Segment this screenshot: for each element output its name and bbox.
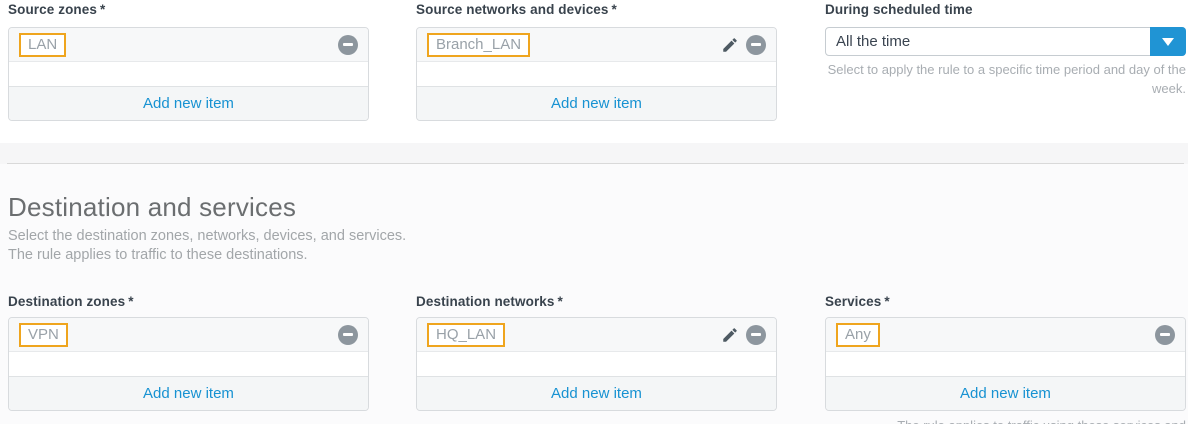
remove-item-icon[interactable] bbox=[338, 34, 358, 55]
add-new-item-button[interactable]: Add new item bbox=[9, 376, 368, 410]
source-networks-field: Source networks and devices* Branch_LAN … bbox=[416, 0, 777, 143]
scheduled-time-label: During scheduled time bbox=[825, 2, 973, 17]
section-divider bbox=[0, 143, 1188, 164]
schedule-select[interactable]: All the time bbox=[825, 27, 1186, 56]
list-item: LAN bbox=[9, 28, 368, 62]
field-label-text: Services bbox=[825, 294, 882, 309]
list-item: Branch_LAN bbox=[417, 28, 776, 62]
list-item: Any bbox=[826, 318, 1185, 352]
required-asterisk: * bbox=[128, 294, 134, 309]
remove-item-icon[interactable] bbox=[338, 324, 358, 345]
source-networks-label: Source networks and devices* bbox=[416, 2, 617, 17]
schedule-select-button[interactable] bbox=[1150, 27, 1186, 56]
destination-zones-listbox: VPN Add new item bbox=[8, 317, 369, 411]
source-section: Source zones* LAN Add new item Source ne… bbox=[0, 0, 1188, 143]
source-zones-listbox: LAN Add new item bbox=[8, 27, 369, 121]
services-hint-clipped: The rule applies to traffic using these … bbox=[825, 416, 1186, 424]
add-new-item-button[interactable]: Add new item bbox=[417, 376, 776, 410]
listbox-empty-area bbox=[826, 352, 1185, 376]
row-icons bbox=[338, 324, 358, 345]
list-item: HQ_LAN bbox=[417, 318, 776, 352]
destination-networks-field: Destination networks* HQ_LAN Add new ite… bbox=[416, 164, 777, 424]
remove-item-icon[interactable] bbox=[746, 324, 766, 345]
required-asterisk: * bbox=[99, 2, 106, 17]
destination-networks-label: Destination networks* bbox=[416, 294, 563, 309]
add-new-item-label: Add new item bbox=[551, 385, 642, 402]
add-new-item-button[interactable]: Add new item bbox=[417, 86, 776, 120]
field-label-text: Source zones bbox=[8, 2, 97, 17]
edit-item-icon[interactable] bbox=[721, 36, 739, 54]
section-description-line1: Select the destination zones, networks, … bbox=[8, 228, 407, 244]
destination-zones-label: Destination zones* bbox=[8, 294, 134, 309]
services-listbox: Any Add new item bbox=[825, 317, 1186, 411]
add-new-item-label: Add new item bbox=[143, 385, 234, 402]
source-zones-field: Source zones* LAN Add new item bbox=[8, 0, 369, 143]
scheduled-time-field: During scheduled time All the time Selec… bbox=[825, 0, 1186, 143]
row-icons bbox=[721, 324, 766, 345]
selected-item-tag[interactable]: Branch_LAN bbox=[427, 32, 531, 57]
selected-item-tag[interactable]: Any bbox=[836, 322, 880, 347]
selected-item-tag[interactable]: VPN bbox=[19, 322, 68, 347]
list-item: VPN bbox=[9, 318, 368, 352]
remove-item-icon[interactable] bbox=[746, 34, 766, 55]
listbox-empty-area bbox=[9, 62, 368, 86]
source-zones-label: Source zones* bbox=[8, 2, 105, 17]
services-field: Services* Any Add new item The rule appl… bbox=[825, 164, 1186, 424]
schedule-select-value: All the time bbox=[836, 33, 911, 50]
destination-section: Destination and services Select the dest… bbox=[0, 164, 1188, 424]
selected-item-tag[interactable]: HQ_LAN bbox=[427, 322, 506, 347]
selected-item-tag[interactable]: LAN bbox=[19, 32, 67, 57]
add-new-item-button[interactable]: Add new item bbox=[9, 86, 368, 120]
listbox-empty-area bbox=[9, 352, 368, 376]
field-label-text: Destination networks bbox=[416, 294, 555, 309]
source-networks-listbox: Branch_LAN Add new item bbox=[416, 27, 777, 121]
section-description-line2: The rule applies to traffic to these des… bbox=[8, 247, 308, 263]
field-label-text: Destination zones bbox=[8, 294, 126, 309]
required-asterisk: * bbox=[557, 294, 563, 309]
row-icons bbox=[1155, 324, 1175, 345]
field-label-text: Source networks and devices bbox=[416, 2, 609, 17]
listbox-empty-area bbox=[417, 352, 776, 376]
edit-item-icon[interactable] bbox=[721, 326, 739, 344]
services-label: Services* bbox=[825, 294, 890, 309]
add-new-item-label: Add new item bbox=[143, 95, 234, 112]
add-new-item-label: Add new item bbox=[551, 95, 642, 112]
remove-item-icon[interactable] bbox=[1155, 324, 1175, 345]
chevron-down-icon bbox=[1162, 37, 1174, 46]
destination-zones-field: Destination zones* VPN Add new item bbox=[8, 164, 369, 424]
section-title: Destination and services bbox=[8, 192, 297, 222]
schedule-hint: Select to apply the rule to a specific t… bbox=[827, 62, 1186, 96]
required-asterisk: * bbox=[611, 2, 617, 17]
add-new-item-label: Add new item bbox=[960, 385, 1051, 402]
add-new-item-button[interactable]: Add new item bbox=[826, 376, 1185, 410]
row-icons bbox=[721, 34, 766, 55]
listbox-empty-area bbox=[417, 62, 776, 86]
destination-networks-listbox: HQ_LAN Add new item bbox=[416, 317, 777, 411]
required-asterisk: * bbox=[884, 294, 890, 309]
row-icons bbox=[338, 34, 358, 55]
